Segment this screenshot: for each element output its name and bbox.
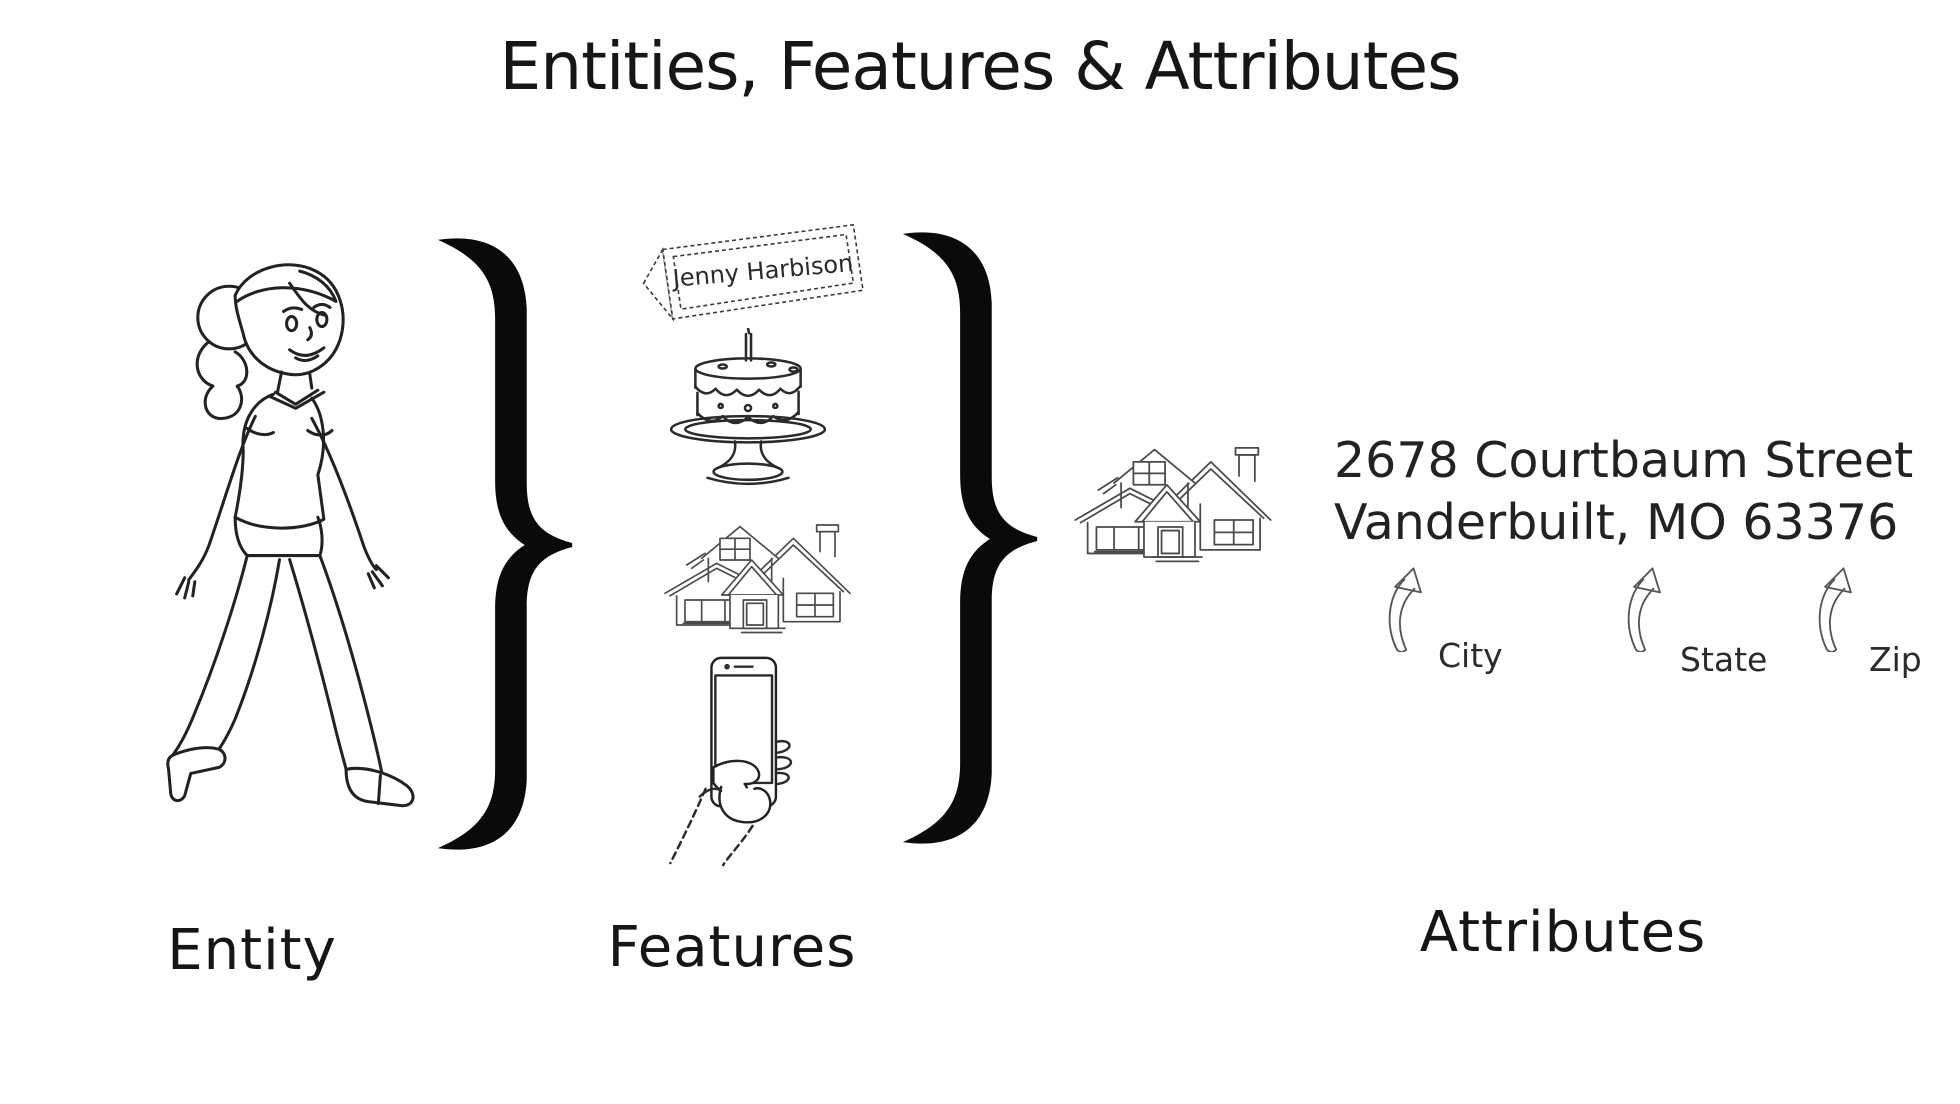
page-title: Entities, Features & Attributes [499,28,1462,105]
curved-up-arrow-icon [1388,567,1422,652]
address-line1: 2678 Courtbaum Street [1334,432,1914,489]
house-icon [664,524,851,634]
house-attributes [1068,432,1278,564]
entity-woman-illustration [135,255,420,840]
house-icon [1074,446,1272,563]
smartphone-hand-icon [669,656,793,867]
city-label: City [1438,636,1503,675]
curved-up-arrow-icon [1627,567,1661,652]
curly-brace-icon [902,232,1038,844]
birthday-cake-icon [669,328,827,486]
entity-label: Entity [167,918,337,983]
state-label: State [1680,640,1768,679]
name-tag: Jenny Harbison [635,220,865,325]
curly-brace-right [890,222,1050,854]
birthday-cake [662,328,834,490]
address-line2: Vanderbuilt, MO 63376 [1334,494,1899,551]
curly-brace-icon [437,238,573,850]
name-tag-icon: Jenny Harbison [642,223,864,322]
house-feature [650,510,865,635]
state-arrow [1623,566,1671,652]
city-arrow [1384,566,1432,652]
zip-arrow [1814,566,1862,652]
attributes-label: Attributes [1419,900,1707,965]
zip-label: Zip [1869,640,1922,679]
walking-woman-icon [166,263,415,808]
curved-up-arrow-icon [1818,567,1852,652]
smartphone-in-hand [655,652,805,867]
features-label: Features [607,915,857,980]
curly-brace-left [425,228,585,860]
address-block: 2678 Courtbaum Street Vanderbuilt, MO 63… [1334,430,1913,554]
